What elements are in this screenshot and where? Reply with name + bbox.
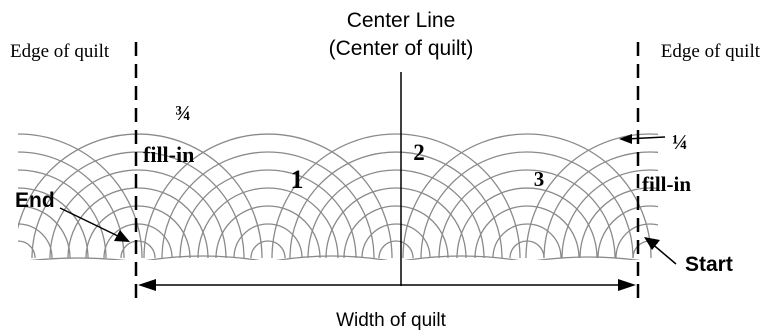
arc-ring	[474, 205, 580, 259]
arc-ring	[289, 151, 503, 259]
arc-ring	[179, 169, 357, 259]
arc-ring	[18, 205, 71, 259]
arc-ring	[18, 151, 125, 259]
center-line-subtitle: (Center of quilt)	[329, 37, 474, 60]
arc-ring	[31, 151, 245, 259]
arc-ring	[307, 169, 485, 259]
arc-ring	[543, 151, 658, 259]
end-label: End	[15, 189, 55, 212]
clamshell-6	[525, 133, 658, 259]
arc-ring	[233, 223, 303, 259]
arc-ring	[343, 205, 449, 259]
arc-ring	[18, 133, 143, 259]
arc-ring	[561, 169, 658, 259]
three-quarter-fraction: ¾	[175, 101, 191, 125]
arc-ring	[271, 133, 521, 259]
width-arrow	[138, 279, 636, 291]
arc-ring	[18, 187, 89, 259]
arc-ring	[215, 205, 321, 259]
arc-ring	[18, 133, 263, 259]
arc-ring	[143, 133, 393, 259]
one-quarter-fraction: ¼	[672, 130, 688, 154]
arc-ring	[161, 151, 375, 259]
arc-ring	[579, 187, 658, 259]
arc-ring	[420, 151, 634, 259]
left-edge-label: Edge of quilt	[10, 41, 110, 62]
quarter-fill-pointer-arrow	[619, 134, 666, 144]
arc-ring	[250, 240, 286, 259]
arc-ring	[67, 187, 209, 259]
arc-ring	[615, 223, 658, 259]
arc-ring	[18, 223, 53, 259]
clamshell-3	[143, 133, 393, 259]
arc-ring	[120, 240, 156, 259]
start-label: Start	[685, 253, 733, 276]
arc-ring	[492, 223, 562, 259]
arc-ring	[325, 187, 467, 259]
section-number-3: 3	[534, 167, 545, 191]
left-fill-in-label: fill-in	[143, 142, 194, 167]
arc-ring	[378, 240, 414, 259]
arc-ring	[49, 169, 227, 259]
arc-ring	[103, 223, 173, 259]
arc-ring	[438, 169, 616, 259]
end-pointer-arrow	[59, 207, 130, 242]
arc-ring	[197, 187, 339, 259]
width-label: Width of quilt	[336, 310, 447, 331]
arc-ring	[456, 187, 598, 259]
start-pointer-arrow	[644, 237, 677, 265]
clamshell-4	[271, 133, 521, 259]
center-line-title: Center Line	[347, 9, 456, 32]
arc-ring	[361, 223, 431, 259]
right-fill-in-label: fill-in	[642, 172, 691, 196]
arc-ring	[85, 205, 191, 259]
arc-ring	[18, 169, 107, 259]
clamshell-2	[18, 133, 263, 259]
arc-ring	[525, 133, 658, 259]
right-edge-label: Edge of quilt	[661, 41, 761, 62]
clamshell-1	[18, 133, 143, 259]
scalloped-edge	[29, 255, 641, 260]
arc-ring	[597, 205, 658, 259]
arc-ring	[18, 240, 36, 259]
section-number-2: 2	[413, 140, 425, 165]
section-number-1: 1	[291, 165, 304, 194]
